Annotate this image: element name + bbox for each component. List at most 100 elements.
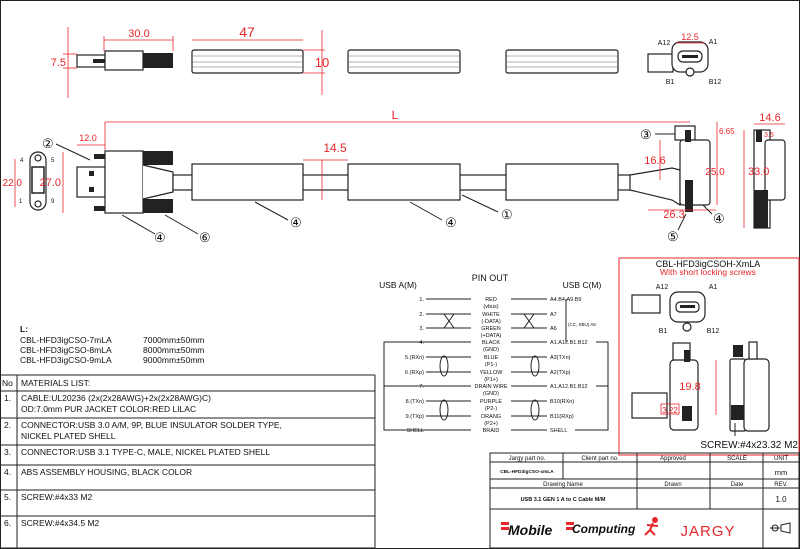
materials-row: 1.CABLE:UL20236 (2x(2x28AWG)+2x(2x28AWG)… [4,393,211,414]
pinout-right-pin: A7 [550,312,557,318]
usb-a-front-view [14,151,47,211]
twisted-pair-marker [530,399,540,421]
pinout-right-pin: A1.A12.B1.B12 [550,384,588,390]
materials-no: 1. [4,393,11,403]
pinout-left-pin: SHELL [407,428,424,434]
pinout-left-pin: 8.(TXn) [406,399,425,405]
inset-pin-b1: B1 [659,328,668,335]
data-pair-crossing [443,313,535,329]
pinout-left-pin: 3. [419,326,424,332]
pinout-wire-color: YELLOW [480,370,504,376]
length-value: 9000mm±50mm [143,355,204,365]
dim-ferrite-height: 10 [315,55,329,70]
dim-ferrite-gap: 14.5 [323,141,347,155]
pinout-wire-color: RED [485,297,497,303]
pinout-row: 1.RED(vbus)A4.B4.A9.B9 [419,297,581,310]
pin-label-9: 9 [51,199,55,205]
balloon-3: ③ [640,127,652,142]
pinout-wire-color: PURPLE [480,399,502,405]
logo-mobile: Mobile [508,522,553,538]
pinout-cc-note: (CC, SBU) A5 [568,322,596,327]
drawn-label: Drawn [664,482,681,488]
materials-description: SCREW:#4x33 M2 [21,492,92,502]
pinout-left-pin: 1. [419,297,424,303]
pinout-title: PIN OUT [472,273,509,283]
length-value: 8000mm±50mm [143,345,204,355]
pinout-right-pin: B10(RXn) [550,399,574,405]
usb-c-front-view [647,41,709,77]
pinout-left-pin: 7. [419,384,424,390]
pinout-row: 9.(TXp)ORANG(P2+)B11(RXp) [406,414,574,427]
materials-description: ABS ASSEMBLY HOUSING, BLACK COLOR [21,467,192,477]
scale-label: SCALE [727,456,747,462]
pinout-right-header: USB C(M) [563,280,602,290]
materials-no: 3. [4,447,11,457]
dim-ferrite-length: 47 [239,24,255,40]
materials-no-header: No [2,378,13,388]
materials-row: 6. SCREW:#4x34.5 M2 [4,518,100,528]
materials-description-cont: NICKEL PLATED SHELL [21,431,116,441]
inset-pin-a12: A12 [656,284,669,291]
pinout-row: 5.(RXn)BLUE(P1-)A3(TXn) [405,355,571,368]
pin-label-1: 1 [19,199,23,205]
pinout-row: 4.BLACK(GND)A1.A12.B1.B12 [419,340,587,353]
pin-label-5: 5 [51,158,55,164]
pinout-ground-bus-left [383,341,426,431]
twisted-pair-marker [439,355,449,377]
projection-symbol-icon [770,522,791,534]
usb-c-connector-end-view [743,123,786,229]
dim-a-height: 27.0 [40,177,61,189]
dim-c-body: 25.0 [705,167,725,178]
pinout-left-pin: 2. [419,312,424,318]
company-logos: Mobile Computing JARGY [501,517,791,540]
ferrite-1 [191,163,304,201]
inset-pin-a1: A1 [709,284,718,291]
usb-c-connector-side-view [629,122,718,212]
dim-a-face: 22.0 [3,178,23,189]
dim-c-thickness: 14.6 [759,112,780,124]
pinout-rows: 1.RED(vbus)A4.B4.A9.B92.WHITE(-DATA)A73.… [383,297,609,434]
approved-label: Approved [660,456,686,462]
pinout-wire-signal: (-DATA) [481,319,501,325]
client-part-label: Client part no. [581,456,619,462]
logo-jargy: JARGY [680,523,735,540]
inset-dim-small: 3.22 [662,406,678,415]
drawing-name-label: Drawing Name [543,482,583,488]
pinout-right-pin: A1.A12.B1.B12 [550,340,588,346]
pinout-row: 8.(TXn)PURPLE(P2-)B10(RXn) [406,399,575,412]
balloon-2: ② [42,136,54,151]
dim-c-depth: 26.3 [663,209,684,221]
materials-no: 6. [4,518,11,528]
unit-value: mm [775,468,788,477]
materials-description: SCREW:#4x34.5 M2 [21,518,100,528]
ferrite-side-view-2 [347,49,461,74]
dim-c-total: 33.0 [748,166,769,178]
pinout-row: 3. GREEN(+DATA) A6 [419,326,556,339]
pinout-left-header: USB A(M) [379,280,417,290]
pinout-right-pin: B11(RXp) [550,414,574,420]
pinout-wire-color: BRAID [483,428,500,434]
inset-title: CBL-HFD3igCSOH-XmLA [656,259,761,269]
materials-row: 3.CONNECTOR:USB 3.1 TYPE-C, MALE, NICKEL… [4,447,270,457]
drawing-name-value: USB 3.1 GEN 1 A to C Cable M/M [521,497,606,503]
pinout-left-pin: 6.(RXp) [405,370,424,376]
pinout-wire-color: ORANG [481,414,501,420]
logo-computing: Computing [572,522,636,536]
length-part-number: CBL-HFD3igCSO-8mLA [20,345,112,355]
inset-pin-b12: B12 [707,328,720,335]
pinout-wire-color: BLUE [484,355,499,361]
inset-c-side-view [631,341,770,436]
length-value: 7000mm±50mm [143,335,204,345]
ferrite-2 [347,163,461,201]
pinout-right-pin: A6 [550,326,557,332]
inset-frame [618,257,800,456]
pinout-wire-color: GREEN [481,326,501,332]
pinout-wire-signal: (+DATA) [481,333,502,339]
title-block: Jargy part no. Client part no. Approved … [489,452,800,549]
dim-plug-length: 30.0 [128,28,149,40]
pinout-right-pin: A2(TXp) [550,370,571,376]
materials-description-cont: OD:7.0mm PUR JACKET COLOR:RED LILAC [21,404,196,414]
pin-label-4: 4 [20,158,24,164]
